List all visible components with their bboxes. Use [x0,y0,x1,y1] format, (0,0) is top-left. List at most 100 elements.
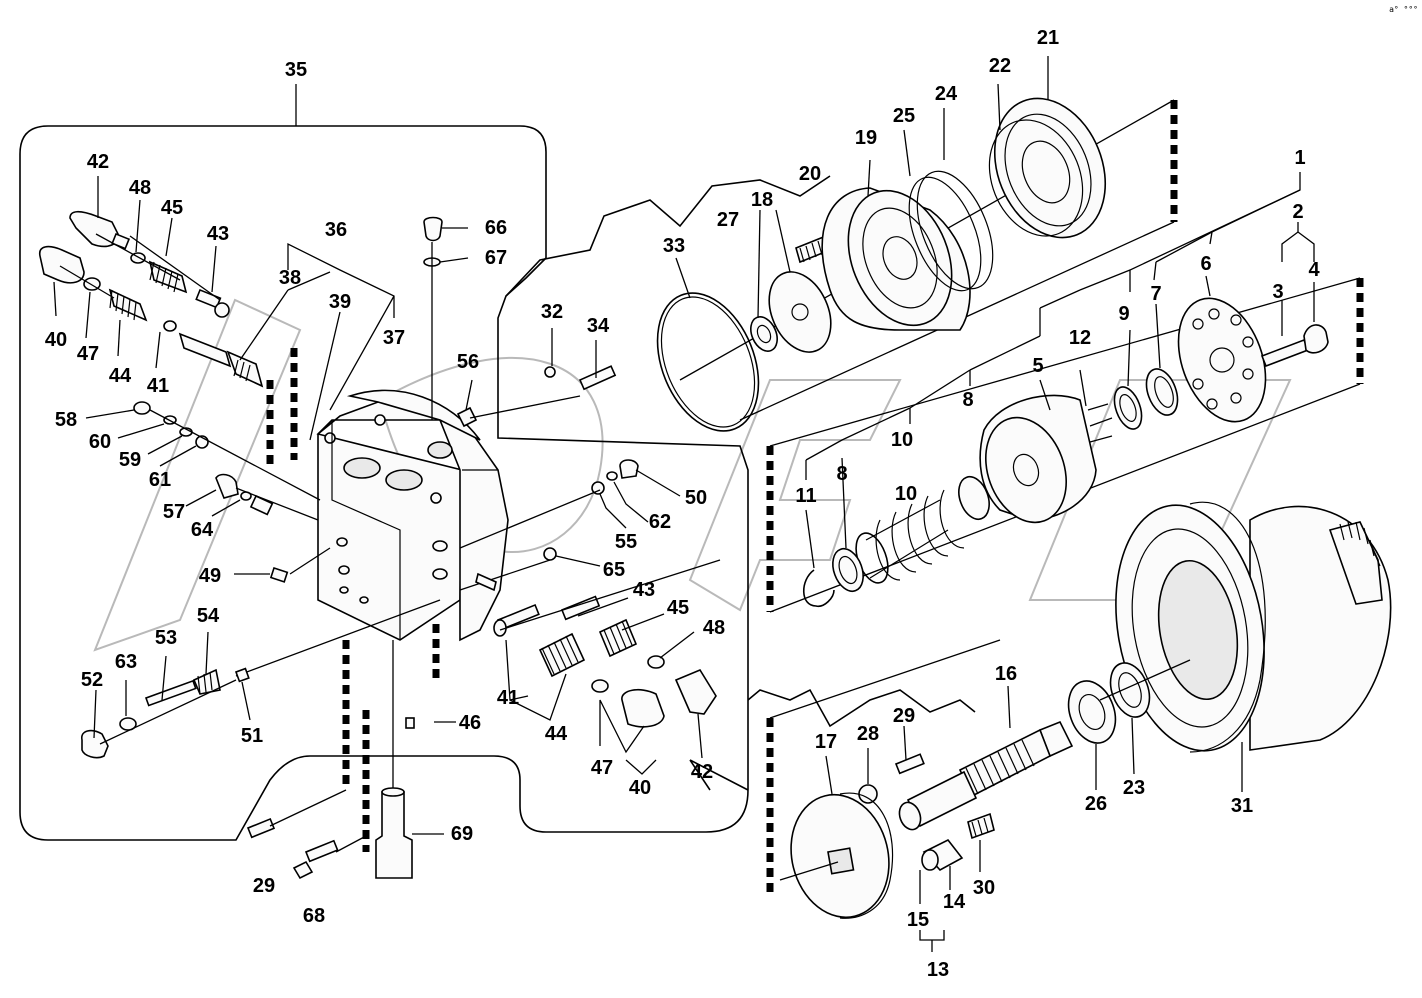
plates-6-9-7 [1113,275,1329,430]
cylinder-block-5 [958,369,1113,524]
callout-29-left: 29 [253,875,275,897]
callout-63: 63 [115,651,137,673]
callout-61: 61 [149,469,171,491]
callout-5: 5 [1032,355,1043,377]
callout-57: 57 [163,501,185,523]
callout-16: 16 [995,663,1017,685]
callout-62: 62 [649,511,671,533]
valve-block [316,389,509,642]
callout-20: 20 [799,163,821,185]
callout-22: 22 [989,55,1011,77]
callout-18: 18 [751,189,773,211]
callout-33: 33 [663,235,685,257]
callout-6: 6 [1200,253,1211,275]
callout-14: 14 [943,891,966,913]
callout-34: 34 [587,315,610,337]
callout-42-right: 42 [691,761,713,783]
callout-51: 51 [241,725,263,747]
spring-assembly-10 [802,457,965,608]
callout-28: 28 [857,723,879,745]
callout-55: 55 [615,531,637,553]
callout-38: 38 [279,267,301,289]
callout-48-left: 48 [129,177,151,199]
callout-9: 9 [1118,303,1129,325]
callout-35: 35 [285,59,307,81]
dashed-box-lower [766,639,1001,892]
callout-60: 60 [89,431,111,453]
right-frame-parts [405,459,721,729]
callout-48-right: 48 [703,617,725,639]
callout-8-upper: 8 [962,389,973,411]
callout-43-right: 43 [633,579,655,601]
callout-42-left: 42 [87,151,109,173]
callout-39: 39 [329,291,351,313]
corner-mark: a° °°° [1389,5,1418,14]
callout-23: 23 [1123,777,1145,799]
callout-56: 56 [457,351,479,373]
callout-12: 12 [1069,327,1091,349]
callout-27: 27 [717,209,739,231]
callout-45-left: 45 [161,197,183,219]
watermark [93,298,1292,652]
callout-41-left: 41 [147,375,169,397]
callout-65: 65 [603,559,625,581]
callout-45-right: 45 [667,597,689,619]
housing-31 [1115,501,1392,792]
callout-15: 15 [907,909,929,931]
lower-right-parts [779,725,995,952]
gear-outline [505,175,831,297]
callout-46: 46 [459,712,481,734]
callout-49: 49 [199,565,221,587]
shaft-16 [898,659,1191,831]
callout-29-right: 29 [893,705,915,727]
callout-43-left: 43 [207,223,229,245]
callout-58: 58 [55,409,77,431]
callout-17: 17 [815,731,837,753]
centre-leaders [434,469,703,775]
callout-26: 26 [1085,793,1107,815]
callout-52: 52 [81,669,103,691]
callout-24: 24 [935,83,958,105]
plug-66-67 [423,216,469,420]
callout-40-left: 40 [45,329,67,351]
callout-40-right: 40 [629,777,651,799]
callout-25: 25 [893,105,915,127]
callout-1: 1 [1294,147,1305,169]
pins-32-34-56 [456,328,617,428]
dashed-uprights [266,348,440,852]
callout-67: 67 [485,247,507,269]
left-group-leaders [53,176,395,739]
callout-4: 4 [1308,259,1320,281]
housing-19 [821,108,994,331]
callout-69: 69 [451,823,473,845]
o-ring-33 [656,257,760,432]
group-outline-35 [19,125,749,841]
callout-68: 68 [303,905,325,927]
callout-53: 53 [155,627,177,649]
callout-44-right: 44 [545,723,568,745]
callout-47-left: 47 [77,343,99,365]
callout-36: 36 [325,219,347,241]
callout-41-right: 41 [497,687,519,709]
group-leaders [805,172,1315,480]
callout-13: 13 [927,959,949,981]
callout-19: 19 [855,127,877,149]
callout-30: 30 [973,877,995,899]
callout-44-left: 44 [109,365,132,387]
callout-32: 32 [541,301,563,323]
callout-11: 11 [795,485,816,507]
upper-left-spools [38,210,264,388]
callout-47-right: 47 [591,757,613,779]
callout-10-upper: 10 [891,429,913,451]
lower-left-parts [246,640,444,880]
callout-2: 2 [1292,201,1303,223]
callout-10-lower: 10 [895,483,917,505]
callout-3: 3 [1272,281,1283,303]
callout-59: 59 [119,449,141,471]
plate-21-22 [988,56,1107,239]
callout-8-lower: 8 [836,463,847,485]
callout-50: 50 [685,487,707,509]
left-small-parts [81,401,441,759]
callout-64: 64 [191,519,214,541]
